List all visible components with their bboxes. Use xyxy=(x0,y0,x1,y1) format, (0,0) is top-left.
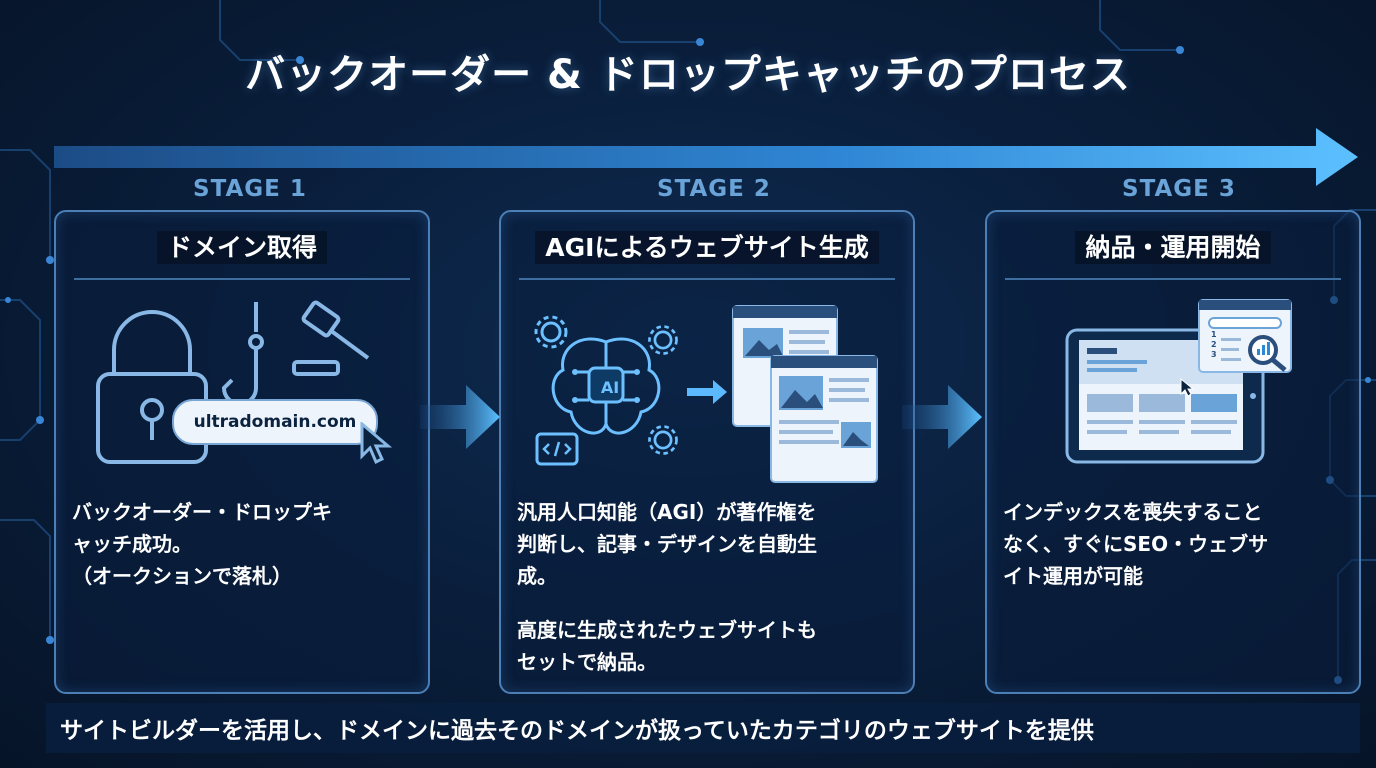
stage-1-heading: ドメイン取得 xyxy=(56,228,428,264)
flow-arrow-small xyxy=(687,380,727,404)
cursor-icon xyxy=(360,422,393,465)
stage-3-divider xyxy=(1005,278,1341,280)
timeline-arrow xyxy=(54,128,1358,186)
stage-2-illustration: AI xyxy=(501,292,913,483)
gear-icon xyxy=(648,325,678,355)
code-icon xyxy=(535,432,579,466)
stage-3-label: STAGE 3 xyxy=(1122,176,1236,202)
stage-3-illustration: 1 2 3 xyxy=(987,292,1359,482)
fishing-hook-icon xyxy=(221,302,264,406)
ai-chip-label: AI xyxy=(600,378,620,397)
gear-icon xyxy=(648,425,678,455)
stage-3-heading: 納品・運用開始 xyxy=(987,228,1359,264)
tablet-icon xyxy=(1065,328,1265,464)
footer-banner: サイトビルダーを活用し、ドメインに過去そのドメインが扱っていたカテゴリのウェブサ… xyxy=(46,703,1360,753)
page-title: バックオーダー & ドロップキャッチのプロセス xyxy=(245,52,1131,98)
stage-1-description: バックオーダー・ドロップキ ャッチ成功。 （オークションで落札） xyxy=(72,500,332,588)
stage-2-to-3-arrow xyxy=(902,385,982,449)
gavel-icon xyxy=(292,300,370,376)
stage-3-description: インデックスを喪失すること なく、すぐにSEO・ウェブサ イト運用が可能 xyxy=(1003,500,1269,588)
stage-1-divider xyxy=(74,278,410,280)
bar-chart-icon xyxy=(1257,342,1270,355)
domain-name-box: ultradomain.com xyxy=(172,399,378,445)
brain-icon xyxy=(551,337,661,435)
stage-1-label: STAGE 1 xyxy=(193,176,307,202)
ranking-list-numbers: 1 2 3 xyxy=(1211,330,1217,359)
stage-2-card: AGIによるウェブサイト生成 AI xyxy=(499,210,915,694)
footer-text: サイトビルダーを活用し、ドメインに過去そのドメインが扱っていたカテゴリのウェブサ… xyxy=(60,718,1094,744)
gear-icon xyxy=(534,315,568,349)
web-page-icon xyxy=(732,305,878,483)
stage-1-illustration: ultradomain.com xyxy=(56,292,428,482)
stage-1-card: ドメイン取得 ultradomain.com xyxy=(54,210,430,694)
stage-2-heading: AGIによるウェブサイト生成 xyxy=(501,228,913,264)
stage-2-description-2: 高度に生成されたウェブサイトも セットで納品。 xyxy=(517,618,817,674)
cursor-icon xyxy=(1180,378,1195,397)
stage-3-card: 納品・運用開始 1 2 3 xyxy=(985,210,1361,694)
stage-2-divider xyxy=(519,278,895,280)
stage-1-to-2-arrow xyxy=(420,385,500,449)
stage-2-description: 汎用人口知能（AGI）が著作権を 判断し、記事・デザインを自動生 成。 xyxy=(517,500,817,588)
stage-2-label: STAGE 2 xyxy=(657,176,771,202)
